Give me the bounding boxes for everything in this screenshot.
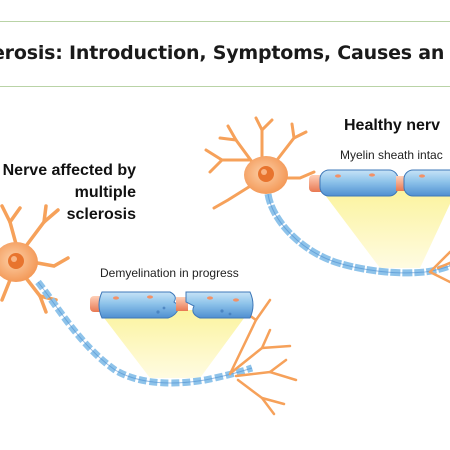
page-title: erosis: Introduction, Symptoms, Causes a… (0, 42, 445, 64)
healthy-zoom-cone (322, 191, 450, 268)
myelin-intact-label: Myelin sheath intac (340, 148, 443, 162)
top-rule (0, 21, 450, 22)
ms-myelin-segments (90, 291, 254, 319)
ms-neuron (0, 204, 298, 416)
title-underline (0, 86, 450, 87)
healthy-neuron (204, 116, 450, 284)
healthy-myelin-segments (309, 169, 450, 197)
ms-nerve-label: Nerve affected by multiple sclerosis (2, 162, 136, 223)
healthy-nerve-label: Healthy nerv (344, 117, 441, 134)
demyelination-label: Demyelination in progress (100, 266, 239, 280)
ms-zoom-cone (98, 310, 250, 378)
